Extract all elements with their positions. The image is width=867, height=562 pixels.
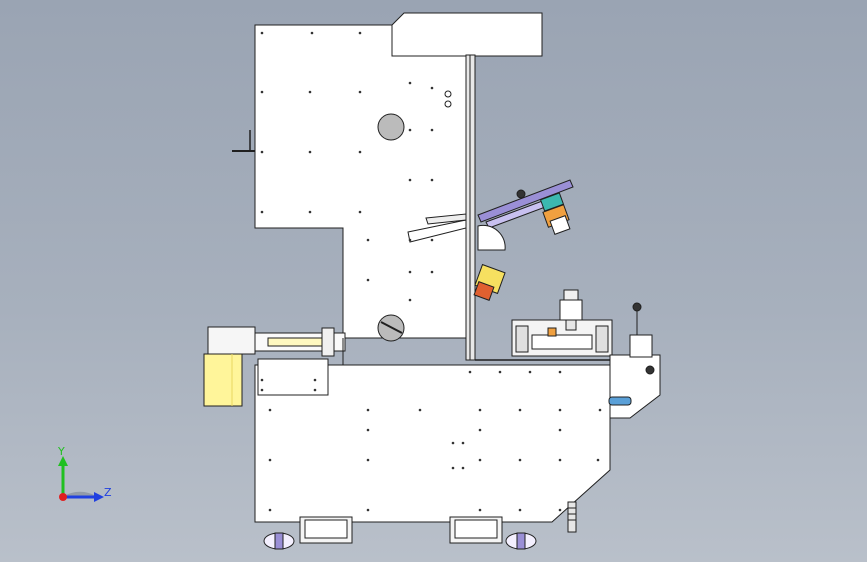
rivet-dot (558, 370, 562, 374)
rivet-dot (308, 210, 312, 214)
rivet-dot (478, 508, 482, 512)
cam-wheel (477, 224, 506, 251)
rivet-dot (461, 466, 465, 470)
spring-post (567, 501, 577, 533)
fixture-block (511, 319, 613, 357)
rivet-dot (310, 31, 314, 35)
rivet-dot (408, 81, 412, 85)
rivet-dot (260, 90, 264, 94)
rivet-dot (518, 458, 522, 462)
rivet-dot (558, 408, 562, 412)
rivet-dot (430, 270, 434, 274)
rivet-dot (518, 508, 522, 512)
sight-hole-1 (444, 90, 452, 98)
top-cover-box (391, 12, 543, 57)
rivet-dot (408, 238, 412, 242)
rivet-dot (528, 370, 532, 374)
rivet-dot (451, 466, 455, 470)
caster-wheel-left (263, 532, 295, 550)
rivet-dot (461, 441, 465, 445)
mounting-plate (257, 358, 329, 396)
rivet-dot (268, 408, 272, 412)
rivet-dot (358, 31, 362, 35)
rivet-dot (366, 458, 370, 462)
rivet-dot (358, 210, 362, 214)
lower-base (254, 364, 611, 523)
right-bracket (609, 354, 661, 419)
rivet-dot (598, 408, 602, 412)
blue-clip (608, 396, 632, 406)
z-axis-label: Z (104, 486, 112, 499)
coordinate-triad: Y Z (57, 445, 112, 502)
knob-side (645, 365, 655, 375)
rivet-dot (468, 370, 472, 374)
motor-housing (207, 326, 256, 355)
rivet-dot (260, 31, 264, 35)
rivet-dot (451, 441, 455, 445)
rivet-dot (430, 238, 434, 242)
rivet-dot (358, 90, 362, 94)
rivet-dot (558, 428, 562, 432)
upper-bore-hole (377, 113, 405, 141)
rivet-dot (366, 428, 370, 432)
rivet-dot (260, 378, 264, 382)
rivet-dot (366, 278, 370, 282)
caster-wheel-right (505, 532, 537, 550)
rivet-dot (430, 128, 434, 132)
rivet-dot (558, 508, 562, 512)
rivet-dot (408, 298, 412, 302)
rivet-dot (366, 508, 370, 512)
rivet-dot (260, 210, 264, 214)
rivet-dot (430, 178, 434, 182)
rivet-dot (408, 178, 412, 182)
rivet-dot (478, 408, 482, 412)
upper-frame-plate (254, 24, 467, 339)
rivet-dot (408, 270, 412, 274)
angled-arm (477, 179, 574, 235)
rivet-dot (308, 150, 312, 154)
rivet-dot (478, 458, 482, 462)
rivet-dot (260, 150, 264, 154)
sight-hole-2 (444, 100, 452, 108)
rivet-dot (308, 90, 312, 94)
rivet-dot (366, 408, 370, 412)
sensor-module (473, 263, 506, 301)
rivet-dot (430, 86, 434, 90)
machine-assembly (203, 12, 661, 550)
rivet-dot (418, 408, 422, 412)
rivet-dot (518, 408, 522, 412)
rivet-dot (268, 458, 272, 462)
rivet-dot (313, 388, 317, 392)
rivet-dot (408, 128, 412, 132)
rivet-dots (260, 31, 602, 512)
rivet-dot (478, 428, 482, 432)
punch-head (559, 289, 583, 331)
knob-top (632, 302, 642, 312)
rivet-dot (260, 388, 264, 392)
rivet-dot (358, 150, 362, 154)
rivet-dot (366, 238, 370, 242)
yellow-cylinder (203, 353, 243, 407)
rivet-dot (498, 370, 502, 374)
x-axis-origin (59, 493, 67, 501)
rivet-dot (596, 458, 600, 462)
guide-arm (407, 213, 467, 243)
rivet-dot (313, 378, 317, 382)
rivet-dot (268, 508, 272, 512)
y-axis-label: Y (57, 445, 65, 458)
rivet-dot (558, 458, 562, 462)
